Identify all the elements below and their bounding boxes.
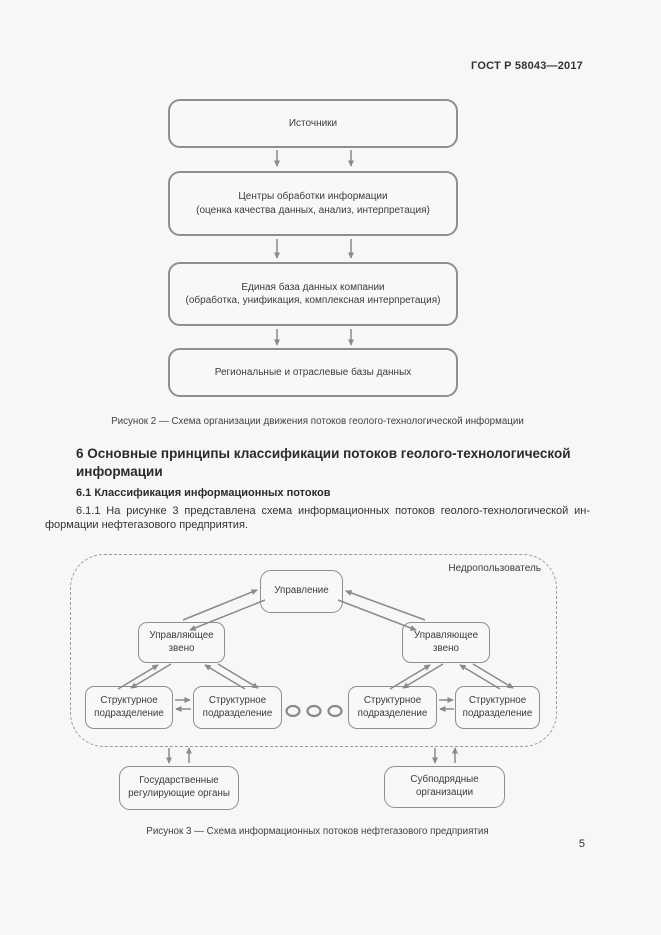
fig2-box-regional-label: Региональные и отраслевые базы данных	[214, 366, 412, 378]
fig3-government-label: Государственные регулирующие органы	[128, 775, 230, 799]
fig3-box-control-unit-left: Управляющее звено	[138, 622, 225, 663]
fig3-structural-unit-2-label: Структурное подразделение	[202, 694, 273, 719]
fig3-subcontractors-label: Субподрядные организации	[410, 774, 479, 798]
fig2-box-database-sub: (обработка, унификация, комплексная инте…	[185, 295, 441, 306]
fig3-structural-unit-1-label: Структурное подразделение	[94, 694, 164, 719]
paragraph-611-line1: 6.1.1 На рисунке 3 представлена схема ин…	[76, 505, 590, 517]
paragraph-611-line2: формации нефтегазового предприятия.	[45, 518, 248, 531]
fig2-box-unified-database: Единая база данных компании (обработка, …	[168, 262, 458, 326]
section-heading: 6 Основные принципы классификации потоко…	[76, 446, 571, 479]
fig3-subsoil-user-frame	[70, 554, 557, 747]
figure2-caption: Рисунок 2 — Схема организации движения п…	[111, 416, 524, 427]
fig3-box-structural-unit-2: Структурное подразделение	[193, 686, 282, 729]
fig2-box-database-title: Единая база данных компании	[241, 281, 385, 293]
page-number: 5	[578, 838, 585, 850]
fig3-box-management-label: Управление	[274, 585, 329, 597]
fig3-box-control-unit-right: Управляющее звено	[402, 622, 490, 663]
fig3-external-arrows	[166, 747, 458, 764]
fig3-control-unit-right-label: Управляющее звено	[413, 629, 479, 654]
fig3-box-structural-unit-3: Структурное подразделение	[348, 686, 437, 729]
section-subheading: 6.1 Классификация информационных потоков	[76, 487, 331, 499]
fig2-box-processing-sub: (оценка качества данных, анализ, интерпр…	[196, 204, 430, 216]
paragraph-611: 6.1.1 На рисунке 3 представлена схема ин…	[45, 505, 590, 532]
document-header: ГОСТ Р 58043—2017	[471, 60, 583, 72]
fig3-box-subcontractors: Субподрядные организации	[384, 766, 505, 808]
fig2-box-processing-title: Центры обработки информации	[238, 191, 388, 202]
fig3-control-unit-left-label: Управляющее звено	[149, 629, 214, 654]
fig2-box-regional-databases: Региональные и отраслевые базы данных	[168, 348, 458, 397]
fig3-box-structural-unit-4: Структурное подразделение	[455, 686, 540, 729]
fig3-structural-unit-3-label: Структурное подразделение	[357, 694, 428, 719]
figure3-caption: Рисунок 3 — Схема информационных потоков…	[146, 826, 489, 837]
fig2-box-processing-centers: Центры обработки информации (оценка каче…	[168, 171, 458, 236]
fig2-box-sources: Источники	[168, 99, 458, 148]
fig3-structural-unit-4-label: Структурное подразделение	[462, 694, 533, 719]
fig3-box-government-bodies: Государственные регулирующие органы	[119, 766, 239, 810]
fig2-box-sources-label: Источники	[288, 117, 338, 129]
fig3-frame-label: Недропользователь	[448, 563, 541, 574]
fig3-box-management: Управление	[260, 570, 343, 613]
fig3-box-structural-unit-1: Структурное подразделение	[85, 686, 173, 729]
